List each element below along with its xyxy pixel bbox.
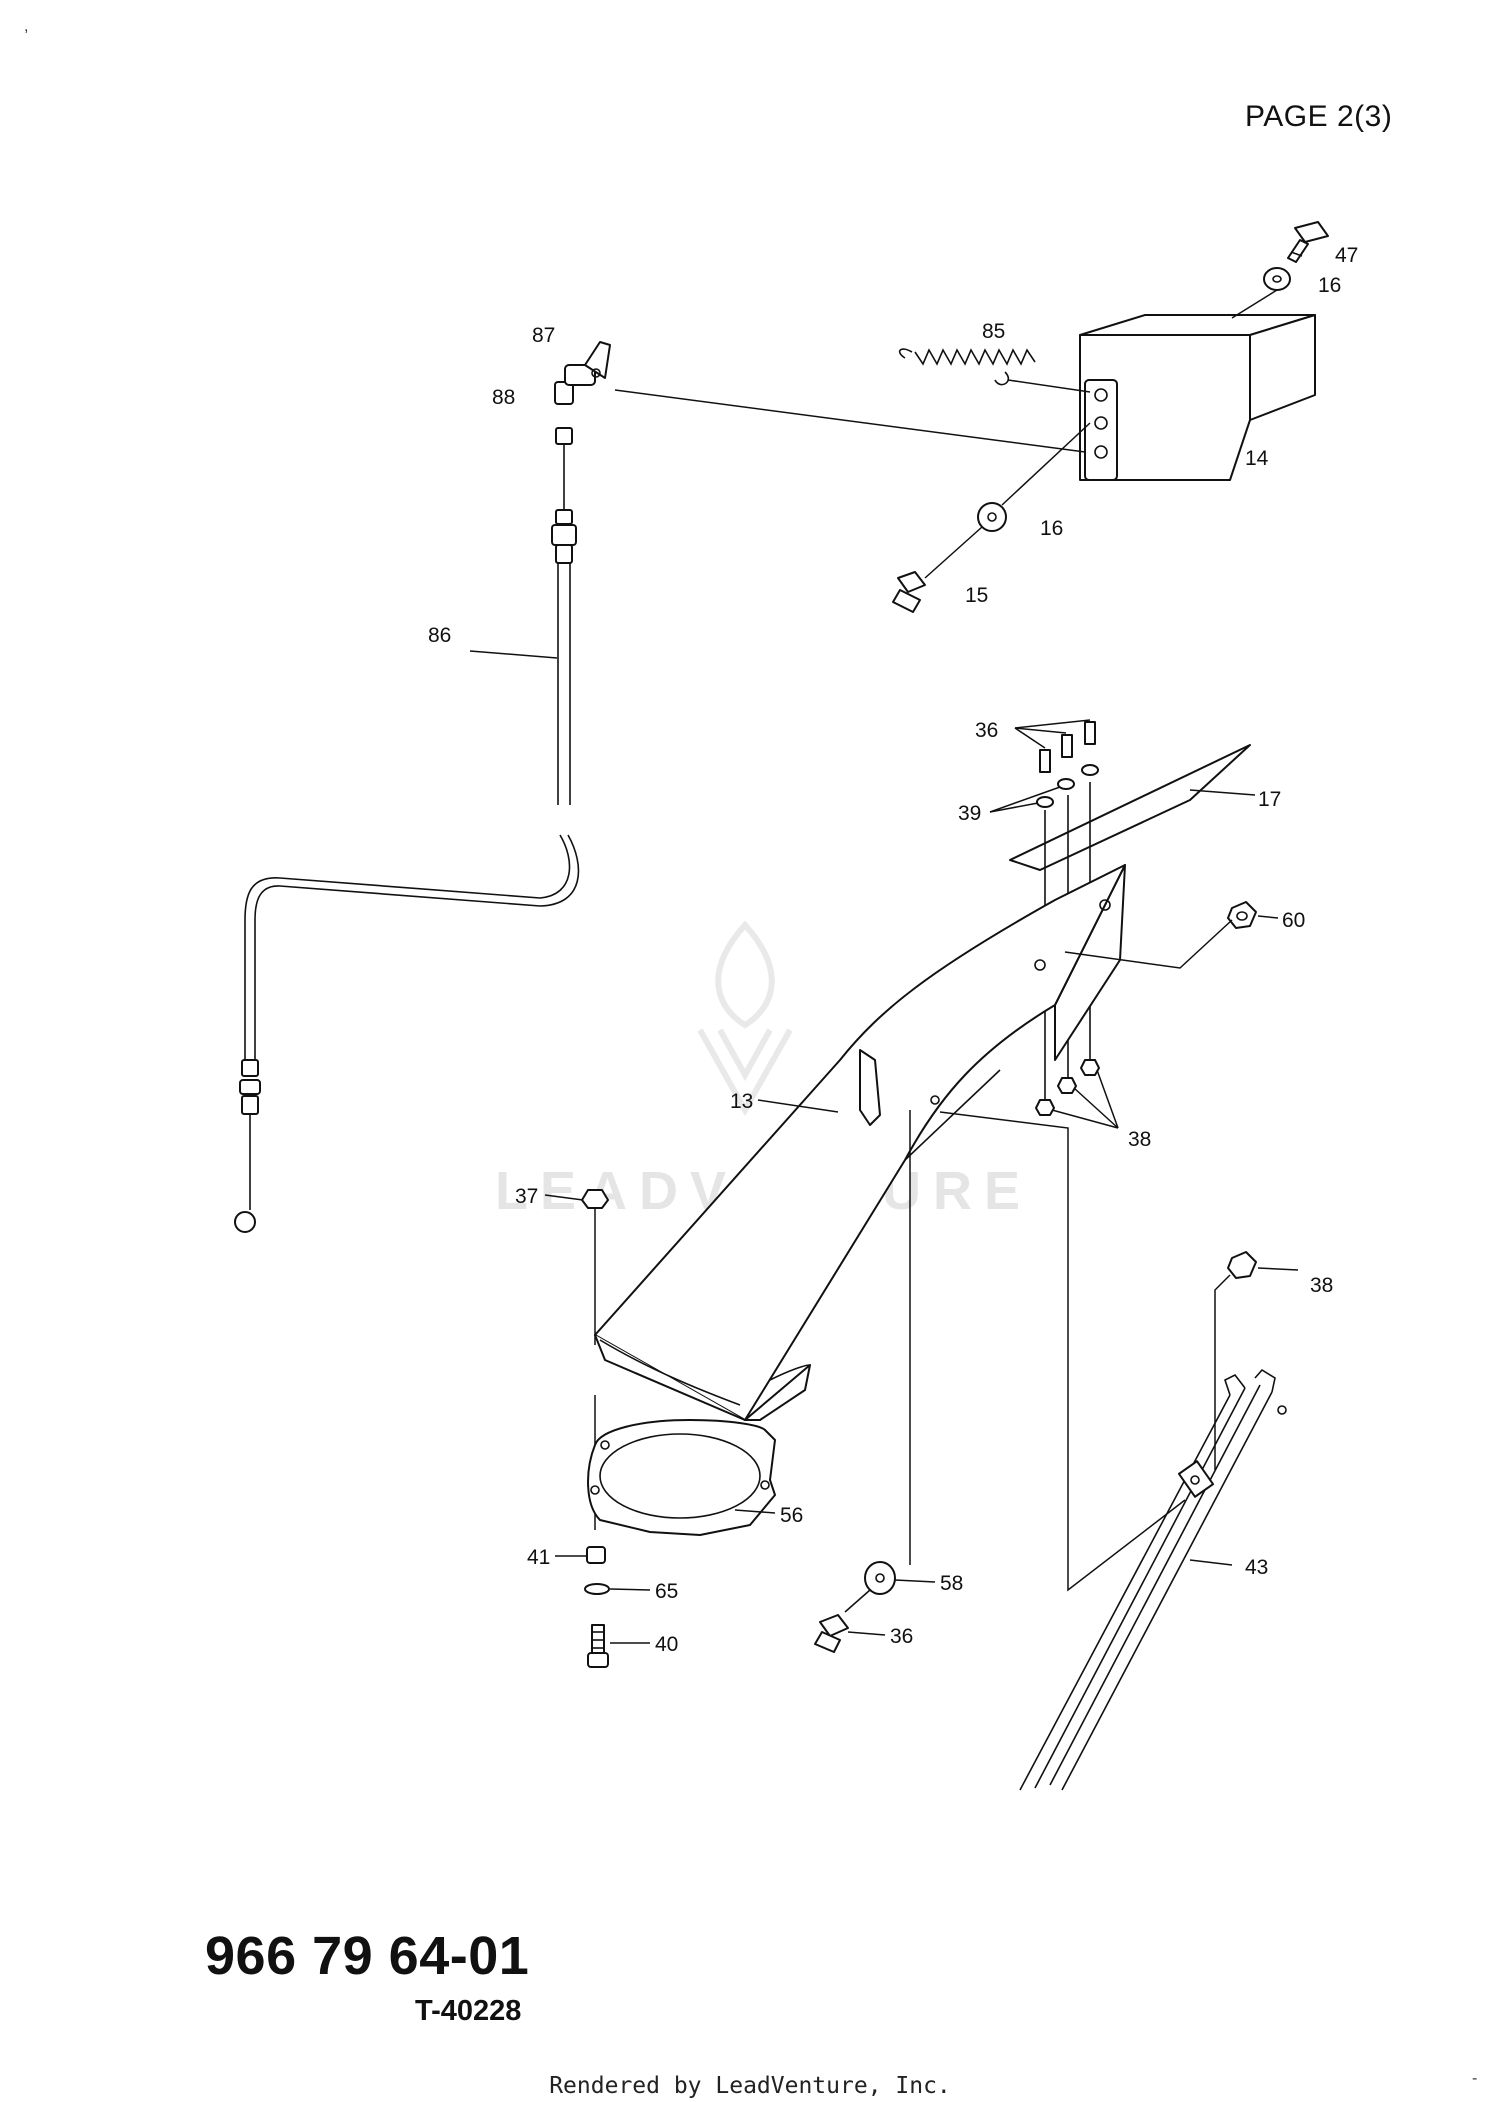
part-38-nuts-chute [1035, 1059, 1119, 1129]
callout-36-lower: 36 [890, 1625, 913, 1648]
part-16-washer-top [1231, 267, 1291, 319]
callout-38-right: 38 [1310, 1274, 1333, 1297]
part-58-washer [844, 1561, 936, 1613]
callout-43: 43 [1245, 1556, 1268, 1579]
callout-60: 60 [1282, 909, 1305, 932]
callout-85: 85 [982, 320, 1005, 343]
callout-65: 65 [655, 1580, 678, 1603]
part-38-nut-right [1214, 1251, 1299, 1470]
callout-86: 86 [428, 624, 451, 647]
part-13-chute [594, 864, 1126, 1421]
callout-17: 17 [1258, 788, 1281, 811]
assembly-part-number: 966 79 64-01 [205, 1926, 530, 1986]
rendered-by-footer: Rendered by LeadVenture, Inc. [549, 2073, 951, 2099]
callout-39: 39 [958, 802, 981, 825]
part-15-bolt [892, 571, 926, 613]
callout-16-top: 16 [1318, 274, 1341, 297]
callout-87: 87 [532, 324, 555, 347]
callout-14: 14 [1245, 447, 1269, 470]
illustration-id: T-40228 [415, 1995, 522, 2027]
part-41-nut [555, 1546, 606, 1564]
part-37-nut [544, 1189, 609, 1209]
corner-mark-bottom: - [1472, 2070, 1478, 2087]
part-56-ring [587, 1419, 776, 1536]
part-36-bolts-top [1014, 719, 1096, 773]
part-47-bolt [1287, 221, 1329, 263]
callout-labels: 47 16 85 87 88 14 16 15 86 36 17 39 60 1… [428, 244, 1358, 1656]
callout-15: 15 [965, 584, 988, 607]
part-85-spring [898, 348, 1091, 393]
callout-13: 13 [730, 1090, 753, 1113]
part-16-washer-lower [924, 422, 1091, 579]
callout-58: 58 [940, 1572, 963, 1595]
part-17-plate [1009, 744, 1256, 871]
callout-36-top: 36 [975, 719, 998, 742]
callout-40: 40 [655, 1633, 678, 1656]
callout-47: 47 [1335, 244, 1358, 267]
page-number: PAGE 2(3) [1245, 100, 1393, 133]
callout-88: 88 [492, 386, 515, 409]
corner-mark: , [24, 18, 29, 35]
callout-38-chute: 38 [1128, 1128, 1151, 1151]
watermark-logo [697, 920, 793, 1117]
part-14-box [1079, 314, 1316, 481]
part-43-rods [1019, 1368, 1287, 1791]
callout-16-lower: 16 [1040, 517, 1063, 540]
callout-37: 37 [515, 1185, 538, 1208]
part-86-cable [234, 427, 580, 1233]
part-65-washer [584, 1583, 651, 1595]
part-36-bolt-lower [814, 1614, 886, 1653]
callout-41: 41 [527, 1546, 550, 1569]
part-87-88-cable-clip [554, 341, 1086, 453]
callout-56: 56 [780, 1504, 803, 1527]
part-40-bolt [587, 1624, 650, 1668]
part-60-nut [1064, 901, 1279, 969]
